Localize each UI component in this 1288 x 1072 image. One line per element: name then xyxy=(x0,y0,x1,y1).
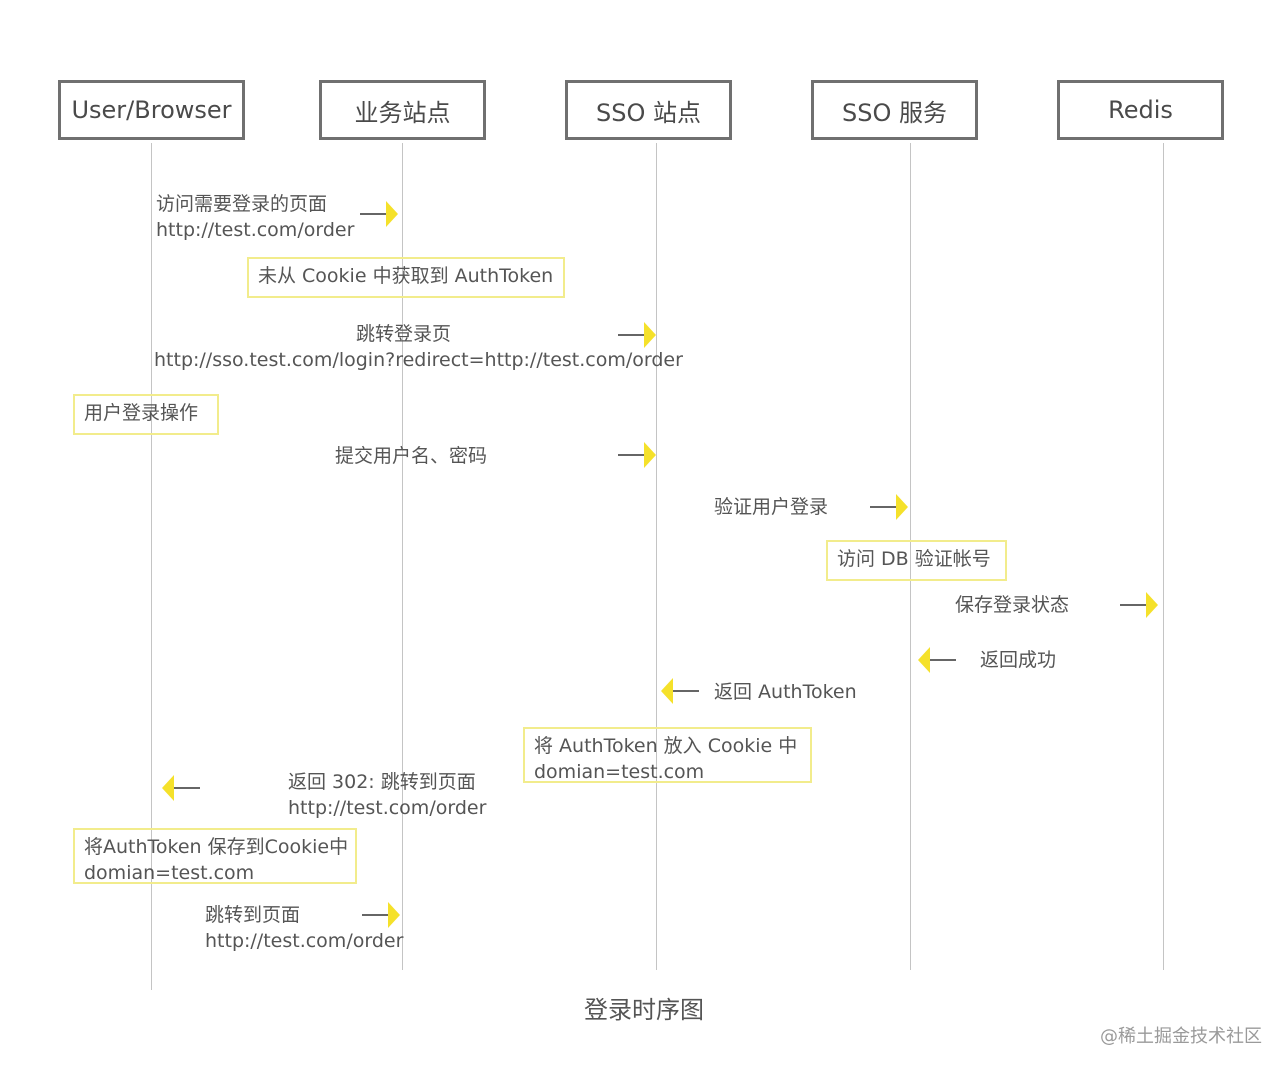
watermark: @稀土掘金技术社区 xyxy=(1100,1026,1262,1047)
message-visit-page-text: 访问需要登录的页面 xyxy=(156,193,328,215)
arrow-right-icon xyxy=(362,900,402,930)
message-jump-to-page: 跳转到页面 http://test.com/order xyxy=(205,902,403,954)
note-put-authtoken-cookie-domain: domian=test.com xyxy=(534,761,705,783)
arrow-right-icon xyxy=(1120,590,1160,620)
arrow-left-icon xyxy=(916,645,956,675)
message-visit-page: 访问需要登录的页面 http://test.com/order xyxy=(156,191,354,243)
arrow-left-icon xyxy=(160,773,200,803)
lifeline-redis xyxy=(1163,143,1164,970)
actor-sso-site: SSO 站点 xyxy=(565,80,732,140)
message-return-302: 返回 302: 跳转到页面 http://test.com/order xyxy=(288,769,486,821)
arrow-right-icon xyxy=(360,199,400,229)
actor-business-site: 业务站点 xyxy=(319,80,486,140)
note-user-login-action: 用户登录操作 xyxy=(73,394,219,435)
lifeline-sso-service xyxy=(910,143,911,970)
message-submit-credentials: 提交用户名、密码 xyxy=(335,445,488,467)
lifeline-business-site xyxy=(402,143,403,970)
lifeline-sso-site xyxy=(656,143,657,970)
note-save-authtoken-cookie-domain: domian=test.com xyxy=(84,862,255,884)
note-no-authtoken: 未从 Cookie 中获取到 AuthToken xyxy=(247,257,565,298)
arrow-left-icon xyxy=(659,676,699,706)
message-save-login-state: 保存登录状态 xyxy=(955,594,1070,616)
note-put-authtoken-cookie: 将 AuthToken 放入 Cookie 中 domian=test.com xyxy=(523,727,812,783)
actor-redis: Redis xyxy=(1057,80,1224,140)
message-visit-page-url: http://test.com/order xyxy=(156,219,355,241)
diagram-caption: 登录时序图 xyxy=(584,996,704,1024)
message-return-302-url: http://test.com/order xyxy=(288,797,487,819)
message-return-success: 返回成功 xyxy=(980,649,1057,671)
note-save-authtoken-cookie-text: 将AuthToken 保存到Cookie中 xyxy=(84,836,349,858)
message-verify-login: 验证用户登录 xyxy=(714,496,829,518)
message-return-302-text: 返回 302: 跳转到页面 xyxy=(288,771,476,793)
arrow-right-icon xyxy=(618,440,658,470)
actor-user-browser: User/Browser xyxy=(58,80,245,140)
message-redirect-login: 跳转登录页 http://sso.test.com/login?redirect… xyxy=(154,321,683,373)
note-save-authtoken-cookie: 将AuthToken 保存到Cookie中 domian=test.com xyxy=(73,828,357,884)
arrow-right-icon xyxy=(618,320,658,350)
note-db-verify: 访问 DB 验证帐号 xyxy=(826,540,1007,581)
message-return-authtoken: 返回 AuthToken xyxy=(714,681,857,703)
message-jump-to-page-text: 跳转到页面 xyxy=(205,904,301,926)
lifeline-user-browser xyxy=(151,143,152,990)
message-redirect-login-url: http://sso.test.com/login?redirect=http:… xyxy=(154,349,683,371)
note-put-authtoken-cookie-text: 将 AuthToken 放入 Cookie 中 xyxy=(534,735,798,757)
arrow-right-icon xyxy=(870,492,910,522)
actor-sso-service: SSO 服务 xyxy=(811,80,978,140)
message-jump-to-page-url: http://test.com/order xyxy=(205,930,404,952)
message-redirect-login-text: 跳转登录页 xyxy=(356,323,452,345)
